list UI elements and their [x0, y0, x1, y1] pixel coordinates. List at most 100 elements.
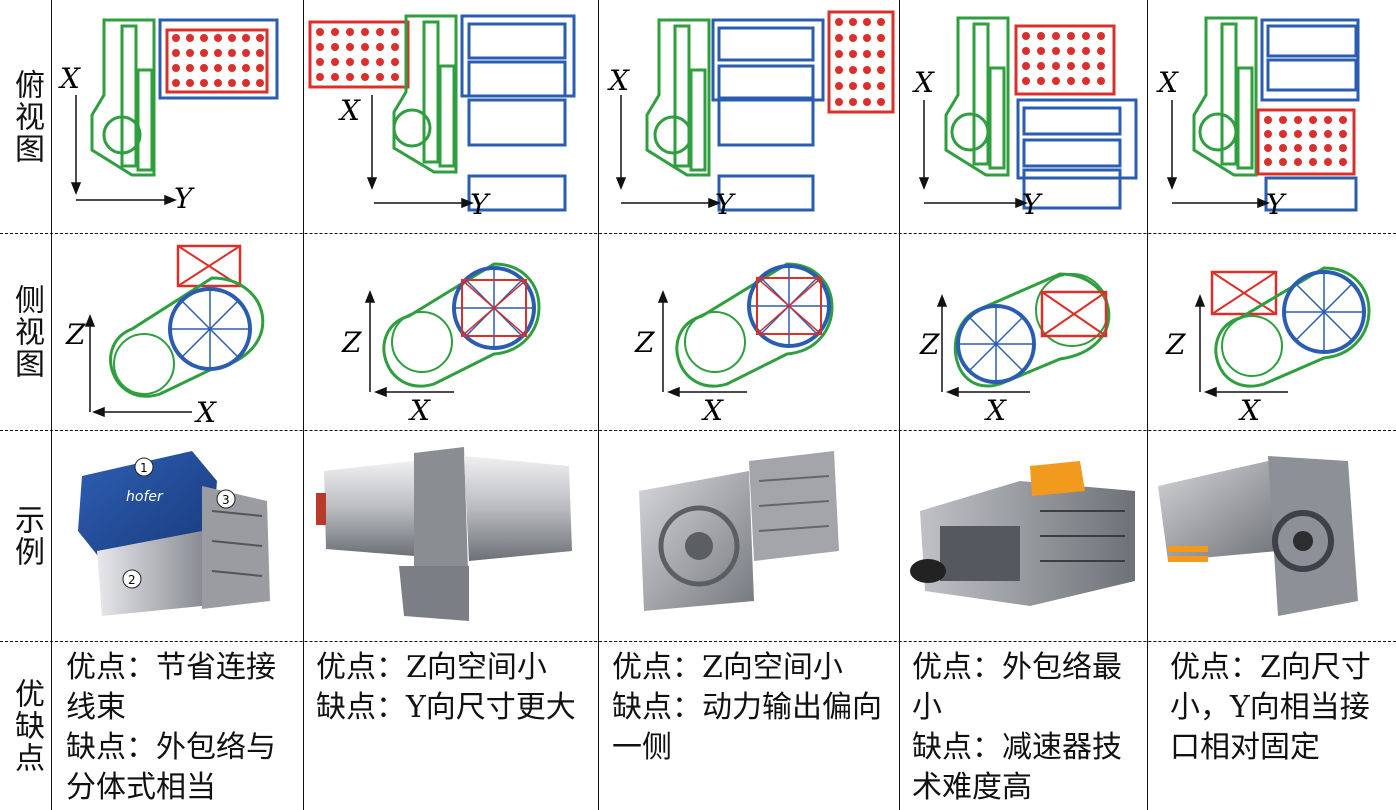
cell-dot: [849, 50, 857, 58]
cell-dot: [1022, 77, 1030, 85]
cell-dot: [1264, 158, 1272, 166]
cell-dot: [242, 64, 250, 72]
cell-dot: [1097, 77, 1105, 85]
cell-dot: [1309, 144, 1317, 152]
cell-dot: [1037, 62, 1045, 70]
cell-dot: [214, 49, 222, 57]
cell-dot: [1052, 62, 1060, 70]
cell-dot: [186, 49, 194, 57]
cell-dot: [835, 34, 843, 42]
side-view-col-5: Z X: [1148, 234, 1396, 430]
axis-x-label: X: [408, 394, 431, 427]
cell-dot: [1279, 130, 1287, 138]
cell-dot: [863, 98, 871, 106]
cell-dot: [863, 18, 871, 26]
cell-dot: [1037, 32, 1045, 40]
cell-dot: [1067, 32, 1075, 40]
cell-dot: [849, 18, 857, 26]
cell-dot: [200, 79, 208, 87]
cell-dot: [1067, 77, 1075, 85]
axis-x-label: X: [607, 64, 630, 97]
cell-dot: [1339, 158, 1347, 166]
top-view-diagram: X Y: [1156, 16, 1360, 221]
cell-dot: [172, 79, 180, 87]
cell-dot: [1324, 158, 1332, 166]
cell-dot: [256, 49, 264, 57]
cell-dot: [835, 18, 843, 26]
cell-dot: [1294, 116, 1302, 124]
cell-dot: [214, 64, 222, 72]
axis-x-label: X: [194, 396, 217, 429]
cell-dot: [1037, 47, 1045, 55]
column-divider: [598, 0, 599, 810]
axis-z-label: Z: [634, 326, 655, 359]
cell-dot: [1324, 116, 1332, 124]
axis-y-label: Y: [174, 182, 195, 215]
axis-x-label: X: [58, 62, 81, 95]
cell-dot: [256, 34, 264, 42]
cell-dot: [214, 79, 222, 87]
row-header-top-view: 俯视图: [9, 68, 44, 165]
cell-dot: [863, 50, 871, 58]
axis-x-label: X: [1156, 66, 1179, 99]
cell-dot: [172, 49, 180, 57]
cell-dot: [361, 28, 369, 36]
axis-x-label: X: [912, 66, 935, 99]
cell-dot: [1279, 158, 1287, 166]
cell-dot: [391, 28, 399, 36]
column-divider: [51, 0, 52, 810]
cell-dot: [1324, 130, 1332, 138]
cell-dot: [242, 49, 250, 57]
side-view-col-3: Z X: [599, 234, 898, 430]
top-view-col-2: X Y: [304, 0, 597, 233]
axis-y-label: Y: [1022, 188, 1043, 221]
marker-2: 2: [128, 573, 136, 587]
cell-dot: [863, 34, 871, 42]
axis-z-label: Z: [919, 328, 940, 361]
cell-dot: [877, 50, 885, 58]
top-view-col-4: X Y: [900, 0, 1146, 233]
cell-dot: [316, 58, 324, 66]
cell-dot: [1309, 116, 1317, 124]
cell-dot: [1339, 116, 1347, 124]
top-view-col-5: X Y: [1148, 0, 1396, 233]
example-photo: [639, 451, 839, 611]
cell-dot: [361, 73, 369, 81]
cell-dot: [1264, 116, 1272, 124]
cell-dot: [1279, 144, 1287, 152]
cell-dot: [316, 28, 324, 36]
cell-dot: [835, 98, 843, 106]
side-view-diagram: Z X: [341, 262, 541, 427]
cell-dot: [242, 34, 250, 42]
example-photo: [316, 447, 572, 621]
axis-x-label: X: [701, 394, 724, 427]
cell-dot: [1082, 62, 1090, 70]
cell-dot: [200, 34, 208, 42]
cell-dot: [1324, 144, 1332, 152]
cell-dot: [877, 98, 885, 106]
axis-y-label: Y: [715, 188, 736, 221]
pros-cons-text: 优点：Z向尺寸小，Y向相当接口相对固定: [1170, 650, 1371, 765]
cell-dot: [256, 79, 264, 87]
cell-dot: [1309, 130, 1317, 138]
example-col-4: [900, 431, 1146, 641]
axis-z-label: Z: [341, 326, 362, 359]
brand-logo: hofer: [126, 489, 164, 505]
cell-dot: [1279, 116, 1287, 124]
top-view-diagram: X Y: [607, 10, 895, 221]
cell-dot: [1052, 32, 1060, 40]
cell-dot: [863, 66, 871, 74]
cell-dot: [172, 64, 180, 72]
cell-dot: [1339, 130, 1347, 138]
cell-dot: [316, 43, 324, 51]
cell-dot: [835, 82, 843, 90]
example-photo: [1158, 456, 1358, 616]
column-divider: [1147, 0, 1148, 810]
pros-cons-text: 优点：Z向空间小 缺点：Y向尺寸更大: [316, 650, 576, 725]
cell-dot: [1264, 130, 1272, 138]
marker-1: 1: [140, 461, 148, 475]
cell-dot: [1097, 32, 1105, 40]
cell-dot: [1022, 32, 1030, 40]
side-view-diagram: Z X: [65, 244, 265, 429]
axis-x-label: X: [984, 394, 1007, 427]
